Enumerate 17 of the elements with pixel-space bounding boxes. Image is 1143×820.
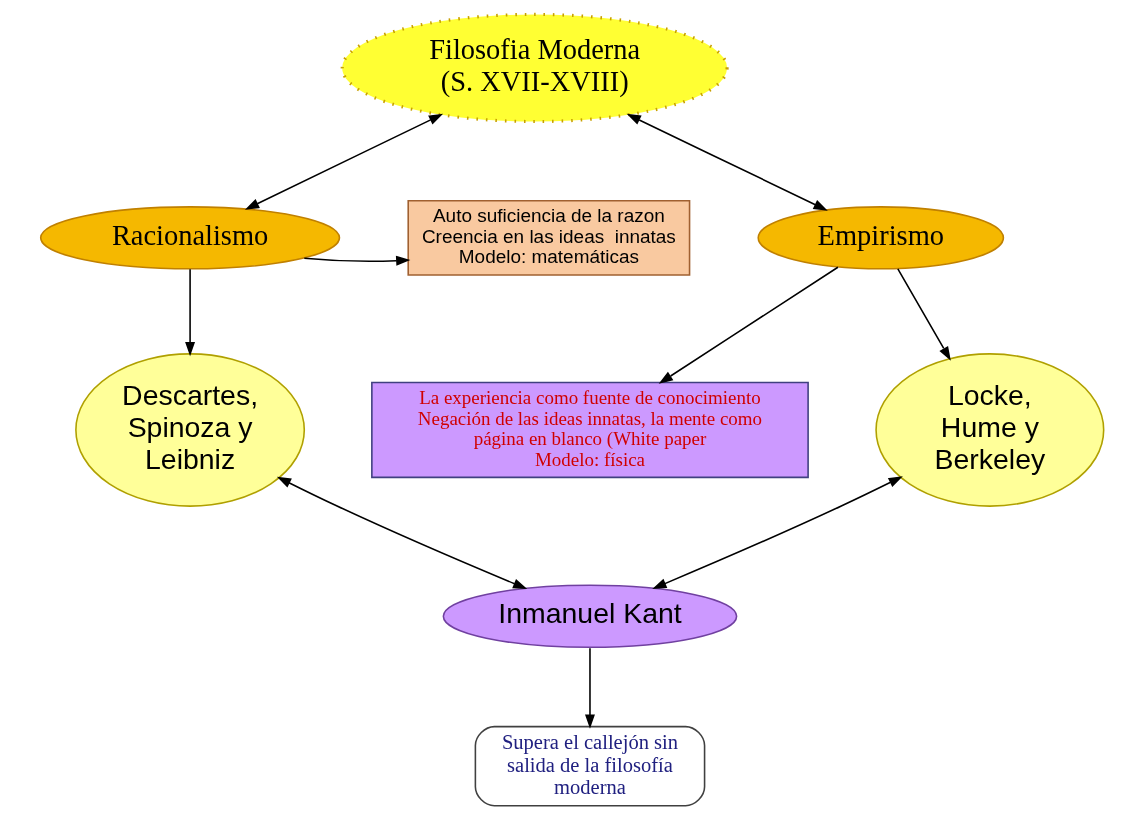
node-ellipse: Inmanuel Kant bbox=[442, 584, 737, 649]
arrow bbox=[896, 268, 951, 361]
node-box: Supera el callejón sin salida de la filosofía moderna bbox=[474, 725, 705, 807]
arrow bbox=[584, 647, 595, 729]
arrow bbox=[658, 266, 839, 384]
node-ellipse: Locke, Hume y Berkeley bbox=[874, 353, 1104, 507]
arrow bbox=[276, 476, 527, 590]
node-ellipse: Empirismo bbox=[756, 206, 1004, 270]
node-ellipse: Racionalismo bbox=[39, 206, 340, 270]
arrow bbox=[626, 113, 828, 211]
arrow bbox=[303, 255, 410, 266]
arrow bbox=[244, 113, 443, 210]
arrow bbox=[651, 476, 903, 589]
node-box: Auto suficiencia de la razon Creencia en las ideas innatas Modelo: matemáticas bbox=[406, 199, 690, 276]
node-ellipse: Descartes, Spinoza y Leibniz bbox=[74, 353, 305, 507]
arrow bbox=[184, 268, 195, 357]
node-box: La experiencia como fuente de conocimiento Negación de las ideas innatas, la mente como página en blanco (White paper Modelo: física bbox=[370, 381, 809, 479]
